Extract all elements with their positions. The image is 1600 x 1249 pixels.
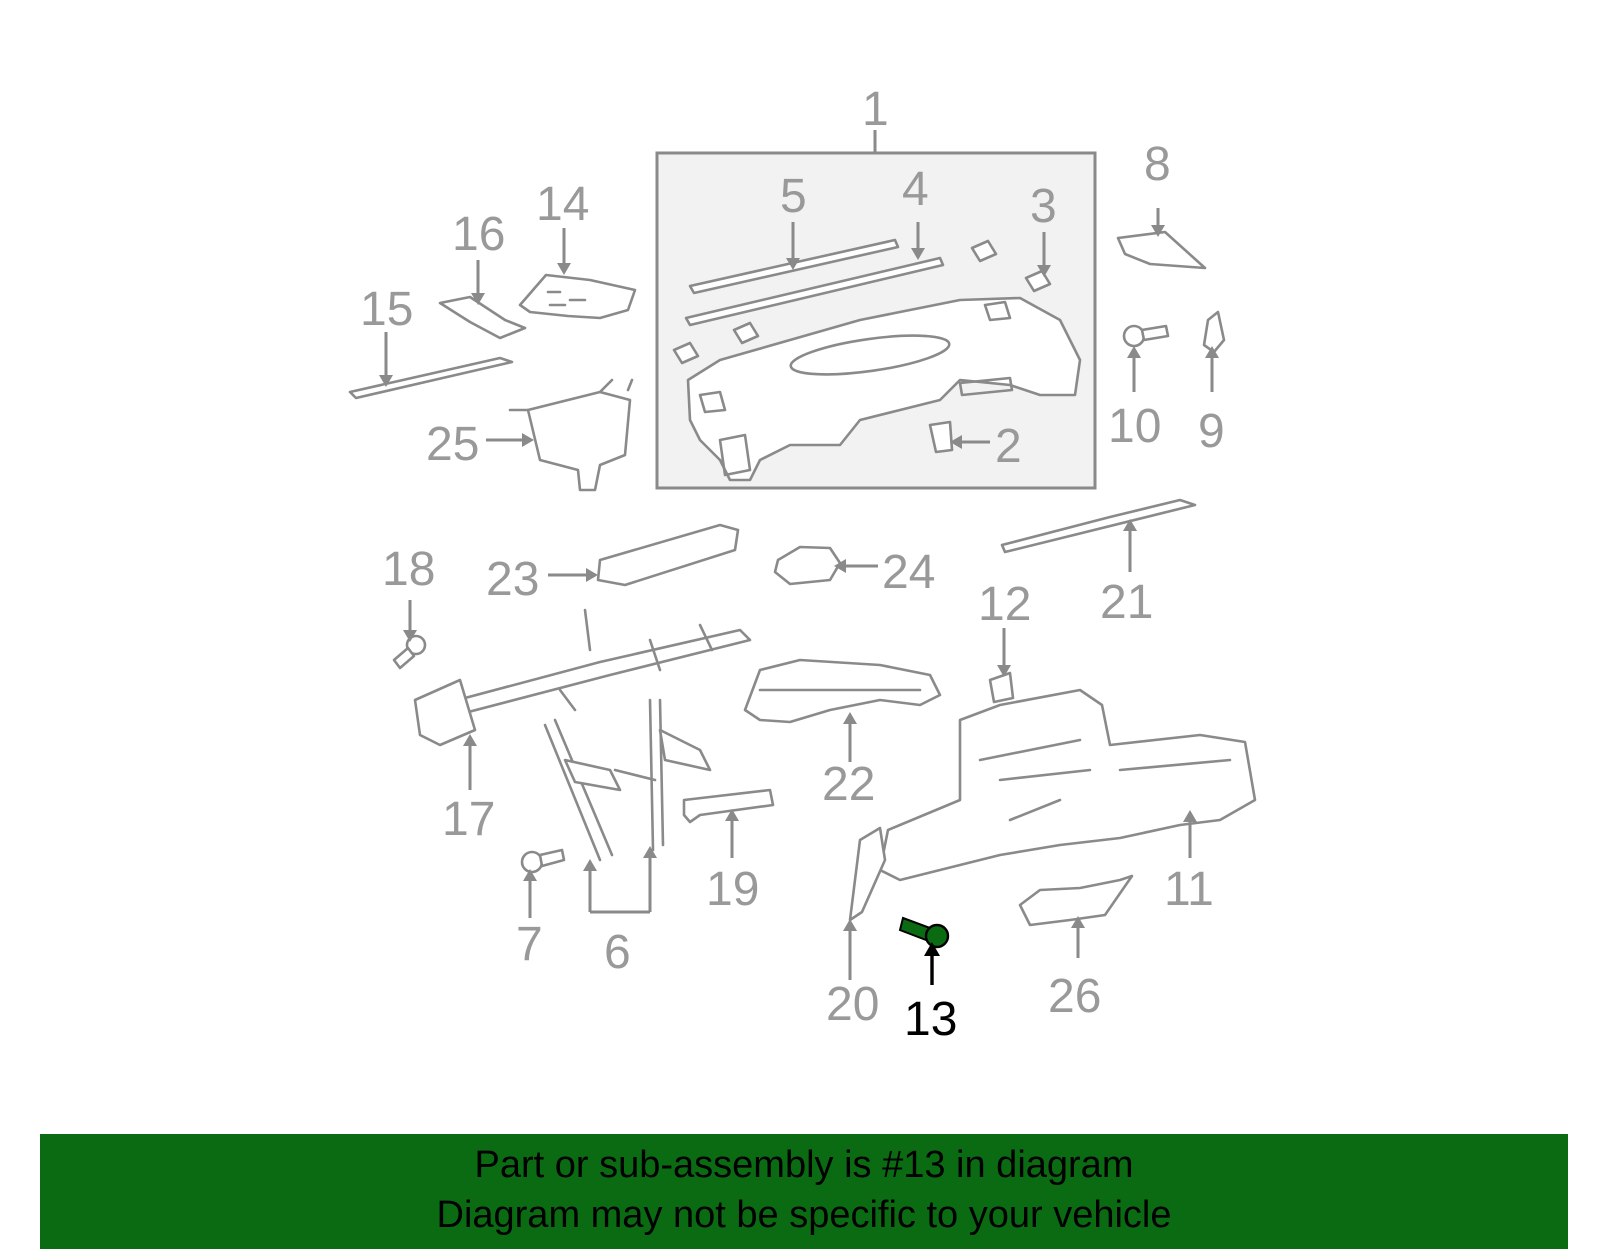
- callout-22[interactable]: 22: [822, 758, 875, 811]
- part-9-clip[interactable]: [1202, 310, 1226, 354]
- part-2-clip[interactable]: [928, 420, 954, 454]
- callout-18[interactable]: 18: [382, 543, 435, 596]
- callout-25[interactable]: 25: [426, 418, 479, 471]
- banner-line-2: Diagram may not be specific to your vehi…: [436, 1194, 1172, 1236]
- part-13-screw[interactable]: [898, 916, 950, 949]
- callout-14[interactable]: 14: [536, 178, 589, 231]
- part-24-vent[interactable]: [773, 545, 842, 586]
- part-18-bolt[interactable]: [392, 634, 427, 670]
- callout-4[interactable]: 4: [902, 163, 929, 216]
- part-15-strip[interactable]: [348, 356, 514, 400]
- callout-2[interactable]: 2: [995, 420, 1022, 473]
- clip-left-1: [672, 341, 700, 365]
- callout-16[interactable]: 16: [452, 208, 505, 261]
- part-26-trim[interactable]: [1018, 874, 1134, 927]
- part-11-panel[interactable]: [878, 688, 1257, 882]
- callout-9[interactable]: 9: [1198, 405, 1225, 458]
- callout-20[interactable]: 20: [826, 978, 879, 1031]
- arrowheads: [379, 225, 1219, 931]
- callout-12[interactable]: 12: [978, 578, 1031, 631]
- part-22-glove-box[interactable]: [743, 658, 942, 724]
- part-21-strip[interactable]: [1000, 498, 1197, 554]
- callout-6[interactable]: 6: [604, 926, 631, 979]
- part-12-clip[interactable]: [988, 671, 1015, 704]
- callout-3[interactable]: 3: [1030, 180, 1057, 233]
- callout-13[interactable]: 13: [904, 993, 957, 1046]
- callout-labels: 1 5 4 3 2 8 10 9 14 16 15 25 18 23 24 12…: [360, 83, 1225, 1046]
- part-25-airbag[interactable]: [508, 378, 634, 492]
- callout-17[interactable]: 17: [442, 793, 495, 846]
- arrowhead-13: [924, 942, 940, 956]
- part-7-bolt[interactable]: [520, 848, 566, 874]
- callout-19[interactable]: 19: [706, 863, 759, 916]
- parts-diagram: 1 5 4 3 2 8 10 9 14 16 15 25 18 23 24 12…: [348, 83, 1257, 1046]
- callout-23[interactable]: 23: [486, 553, 539, 606]
- clip-left-2: [732, 321, 760, 345]
- banner-line-1: Part or sub-assembly is #13 in diagram: [474, 1144, 1134, 1186]
- part-10-bolt[interactable]: [1122, 324, 1170, 348]
- callout-1[interactable]: 1: [862, 83, 889, 136]
- callout-26[interactable]: 26: [1048, 970, 1101, 1023]
- callout-5[interactable]: 5: [780, 170, 807, 223]
- callout-11[interactable]: 11: [1164, 863, 1214, 916]
- callout-21[interactable]: 21: [1100, 576, 1153, 629]
- part-14-bracket[interactable]: [518, 273, 637, 320]
- callout-10[interactable]: 10: [1108, 400, 1161, 453]
- callout-7[interactable]: 7: [516, 918, 543, 971]
- info-banner: Part or sub-assembly is #13 in diagram D…: [40, 1134, 1568, 1249]
- callout-24[interactable]: 24: [882, 546, 935, 599]
- part-8-bracket[interactable]: [1116, 230, 1207, 270]
- part-23-panel[interactable]: [596, 523, 740, 587]
- part-19-bracket[interactable]: [682, 788, 775, 824]
- part-4-strip[interactable]: [684, 256, 945, 327]
- callout-15[interactable]: 15: [360, 283, 413, 336]
- part-16-pad[interactable]: [438, 295, 527, 340]
- part-1-instrument-panel[interactable]: [686, 296, 1082, 482]
- part-6-braces[interactable]: [543, 698, 712, 862]
- callout-8[interactable]: 8: [1144, 138, 1171, 191]
- part-20-trim[interactable]: [848, 826, 887, 922]
- part-17-reinforcement[interactable]: [413, 608, 752, 747]
- clip-top: [970, 239, 998, 263]
